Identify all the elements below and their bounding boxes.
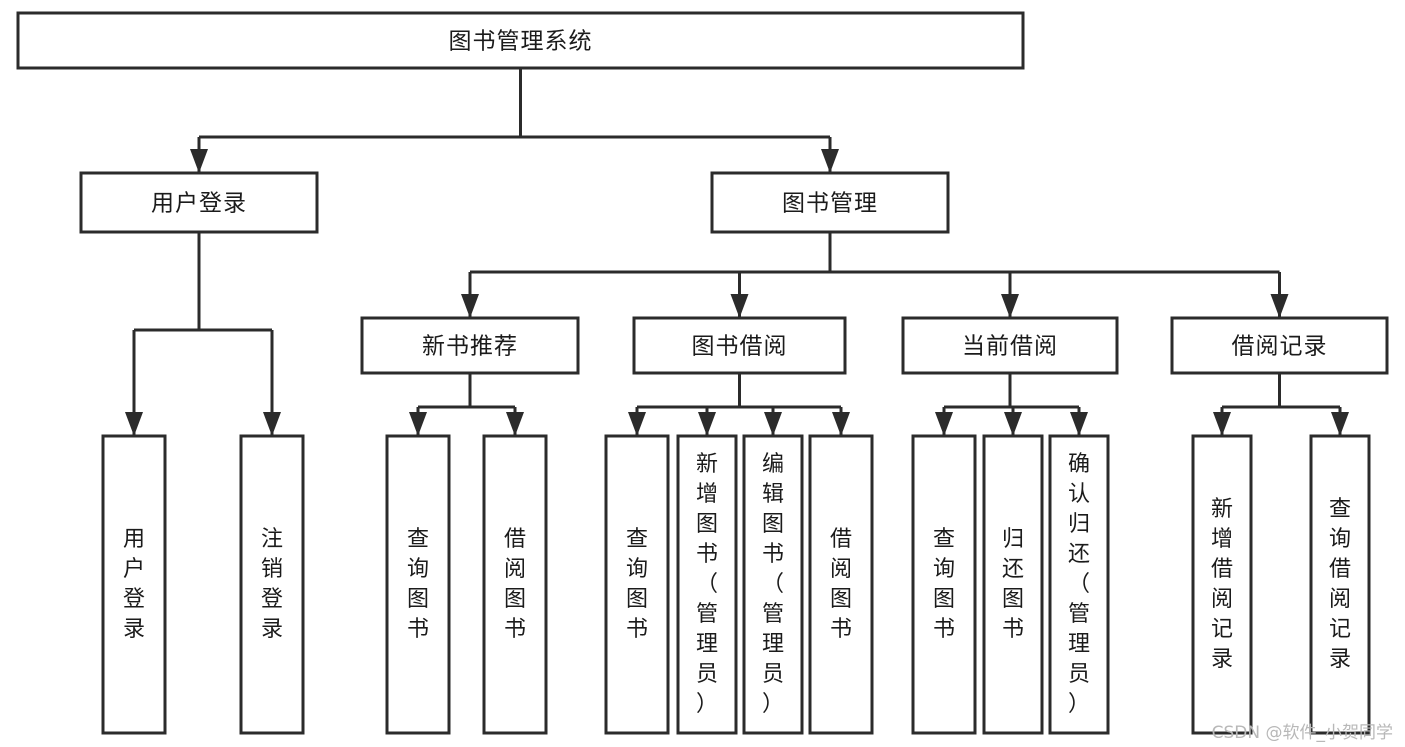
node-root-box[interactable]	[16, 11, 1025, 70]
node-borrow-record-box[interactable]	[1170, 316, 1389, 375]
node-leaf-borrow-book-2[interactable]: 借阅图书	[808, 434, 874, 735]
node-new-book-recommend-box[interactable]	[360, 316, 580, 375]
node-leaf-query-book-1-label: 查询图书	[407, 527, 429, 642]
userlogin-to-leaves-arrow-0	[125, 412, 143, 436]
root-to-level2-arrow-1	[821, 149, 839, 173]
node-root[interactable]: 图书管理系统	[16, 11, 1025, 70]
node-user-login-box[interactable]	[79, 171, 319, 234]
node-leaf-user-logout-label: 注销登录	[261, 527, 283, 642]
bookmanage-to-level3-arrow-3	[1270, 294, 1289, 318]
node-leaf-query-book-3[interactable]: 查询图书	[911, 434, 977, 735]
node-leaf-query-book-1-box[interactable]	[385, 434, 451, 735]
newbook-to-leaves-arrow-1	[506, 412, 524, 436]
bookborrow-to-leaves-arrow-2	[764, 412, 782, 436]
node-leaf-query-borrow-record[interactable]: 查询借阅记录	[1309, 434, 1371, 735]
bookborrow-to-leaves-arrow-0	[628, 412, 646, 436]
node-book-borrow-box[interactable]	[632, 316, 847, 375]
node-leaf-query-book-2[interactable]: 查询图书	[604, 434, 670, 735]
newbook-to-leaves-arrow-0	[409, 412, 427, 436]
node-leaf-user-logout[interactable]: 注销登录	[239, 434, 305, 735]
node-leaf-confirm-return-admin-box[interactable]	[1048, 434, 1110, 735]
node-leaf-add-book-admin[interactable]: 新增图书（管理员）	[676, 434, 738, 735]
currentborrow-to-leaves-arrow-0	[935, 412, 953, 436]
node-book-borrow-label: 图书借阅	[692, 334, 788, 360]
userlogin-to-leaves-arrow-1	[263, 412, 281, 436]
nodes-layer: 图书管理系统用户登录图书管理新书推荐图书借阅当前借阅借阅记录用户登录注销登录查询…	[16, 11, 1389, 735]
node-borrow-record[interactable]: 借阅记录	[1170, 316, 1389, 375]
node-leaf-edit-book-admin-label: 编辑图书（管理员）	[762, 452, 784, 717]
node-leaf-borrow-book-2-box[interactable]	[808, 434, 874, 735]
node-leaf-user-login-box[interactable]	[101, 434, 167, 735]
bookborrow-to-leaves-arrow-3	[832, 412, 850, 436]
borrowrecord-to-leaves-arrow-0	[1213, 412, 1231, 436]
bookmanage-to-level3-arrow-1	[730, 294, 749, 318]
node-leaf-query-book-3-label: 查询图书	[933, 527, 955, 642]
node-book-manage-box[interactable]	[710, 171, 950, 234]
node-leaf-user-logout-box[interactable]	[239, 434, 305, 735]
node-new-book-recommend[interactable]: 新书推荐	[360, 316, 580, 375]
node-current-borrow[interactable]: 当前借阅	[901, 316, 1119, 375]
root-to-level2-arrow-0	[190, 149, 208, 173]
bookmanage-to-level3-arrow-2	[1001, 294, 1019, 318]
node-leaf-user-login[interactable]: 用户登录	[101, 434, 167, 735]
node-leaf-borrow-book-1-label: 借阅图书	[504, 527, 526, 642]
node-leaf-return-book[interactable]: 归还图书	[982, 434, 1044, 735]
node-leaf-query-book-2-label: 查询图书	[626, 527, 648, 642]
node-borrow-record-label: 借阅记录	[1232, 334, 1328, 360]
node-leaf-query-borrow-record-box[interactable]	[1309, 434, 1371, 735]
node-leaf-add-book-admin-label: 新增图书（管理员）	[696, 452, 718, 717]
node-book-manage-label: 图书管理	[782, 191, 878, 217]
node-user-login[interactable]: 用户登录	[79, 171, 319, 234]
node-leaf-add-book-admin-box[interactable]	[676, 434, 738, 735]
node-book-borrow[interactable]: 图书借阅	[632, 316, 847, 375]
node-leaf-query-borrow-record-label: 查询借阅记录	[1329, 497, 1351, 672]
node-leaf-borrow-book-2-label: 借阅图书	[830, 527, 852, 642]
node-root-label: 图书管理系统	[449, 29, 593, 55]
node-leaf-edit-book-admin[interactable]: 编辑图书（管理员）	[742, 434, 804, 735]
node-leaf-confirm-return-admin[interactable]: 确认归还（管理员）	[1048, 434, 1110, 735]
borrowrecord-to-leaves-arrow-1	[1331, 412, 1349, 436]
node-leaf-query-book-2-box[interactable]	[604, 434, 670, 735]
node-leaf-edit-book-admin-box[interactable]	[742, 434, 804, 735]
currentborrow-to-leaves-arrow-1	[1004, 412, 1022, 436]
node-leaf-return-book-box[interactable]	[982, 434, 1044, 735]
edges-layer	[125, 68, 1349, 436]
node-leaf-user-login-label: 用户登录	[123, 527, 145, 642]
bookborrow-to-leaves-arrow-1	[698, 412, 716, 436]
bookmanage-to-level3-arrow-0	[461, 294, 479, 318]
node-book-manage[interactable]: 图书管理	[710, 171, 950, 234]
currentborrow-to-leaves-arrow-2	[1070, 412, 1088, 436]
node-leaf-borrow-book-1-box[interactable]	[482, 434, 548, 735]
node-leaf-query-book-3-box[interactable]	[911, 434, 977, 735]
node-leaf-borrow-book-1[interactable]: 借阅图书	[482, 434, 548, 735]
csdn-watermark: CSDN @软件_小贺同学	[1211, 723, 1393, 743]
node-new-book-recommend-label: 新书推荐	[422, 334, 518, 360]
node-leaf-query-book-1[interactable]: 查询图书	[385, 434, 451, 735]
node-current-borrow-label: 当前借阅	[962, 334, 1058, 360]
node-current-borrow-box[interactable]	[901, 316, 1119, 375]
node-leaf-add-borrow-record[interactable]: 新增借阅记录	[1191, 434, 1253, 735]
node-leaf-add-borrow-record-label: 新增借阅记录	[1211, 497, 1233, 672]
node-user-login-label: 用户登录	[151, 191, 247, 217]
node-leaf-confirm-return-admin-label: 确认归还（管理员）	[1068, 452, 1090, 717]
node-leaf-return-book-label: 归还图书	[1002, 527, 1024, 642]
node-leaf-add-borrow-record-box[interactable]	[1191, 434, 1253, 735]
